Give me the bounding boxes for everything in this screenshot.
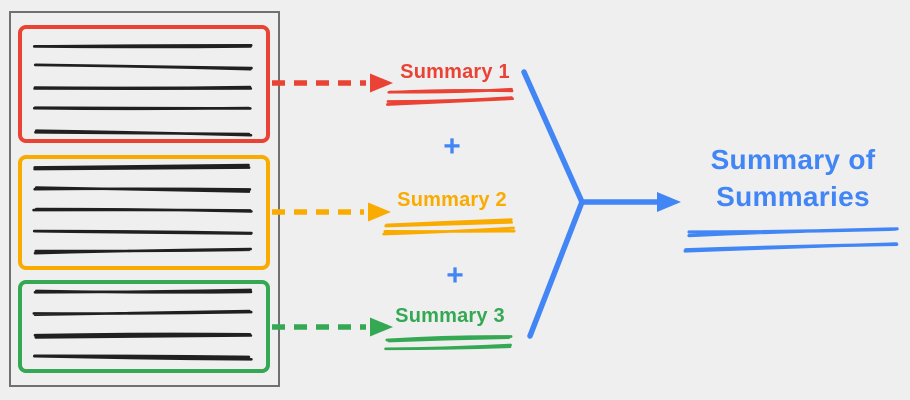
document-text-line [33,288,253,294]
document-chunk-1 [18,25,270,143]
final-summary-label: Summary of Summaries [711,141,876,215]
final-summary-line1: Summary of [710,144,876,175]
map-arrow-red-icon [272,73,393,93]
document-text-line [33,247,252,255]
map-arrow-green-icon [272,317,393,337]
summary-3-scribble [384,343,512,351]
document-text-line [33,106,252,111]
final-summary-scribble [683,242,899,253]
reduce-arrow-icon [521,69,681,339]
summary-1-label: Summary 1 [400,61,510,83]
final-summary-line2: Summaries [716,181,870,212]
document-text-line [32,207,253,213]
document-text-line [33,186,252,193]
document-text-line [32,229,253,235]
document-text-line [33,163,251,171]
plus-icon: + [443,130,461,163]
map-arrow-orange-icon [272,202,391,222]
document-chunk-3 [18,280,270,373]
document-text-line [33,354,253,361]
summary-2-scribble [384,218,513,228]
summary-2-label: Summary 2 [397,189,507,211]
summary-1-scribble [387,87,514,94]
summary-3-scribble [385,335,513,343]
summary-1-scribble [386,96,514,106]
final-summary-scribble [687,227,899,238]
summary-2-scribble [382,226,516,236]
document-text-line [33,85,253,90]
document-text-line [33,332,253,339]
document-chunk-2 [18,155,270,270]
summary-3-label: Summary 3 [395,305,505,327]
document-text-line [32,309,253,316]
document-text-line [33,63,253,71]
source-document [9,11,280,387]
plus-icon: + [446,259,464,292]
document-text-line [32,44,253,49]
document-text-line [34,129,253,137]
sketch-strokes [32,44,899,361]
